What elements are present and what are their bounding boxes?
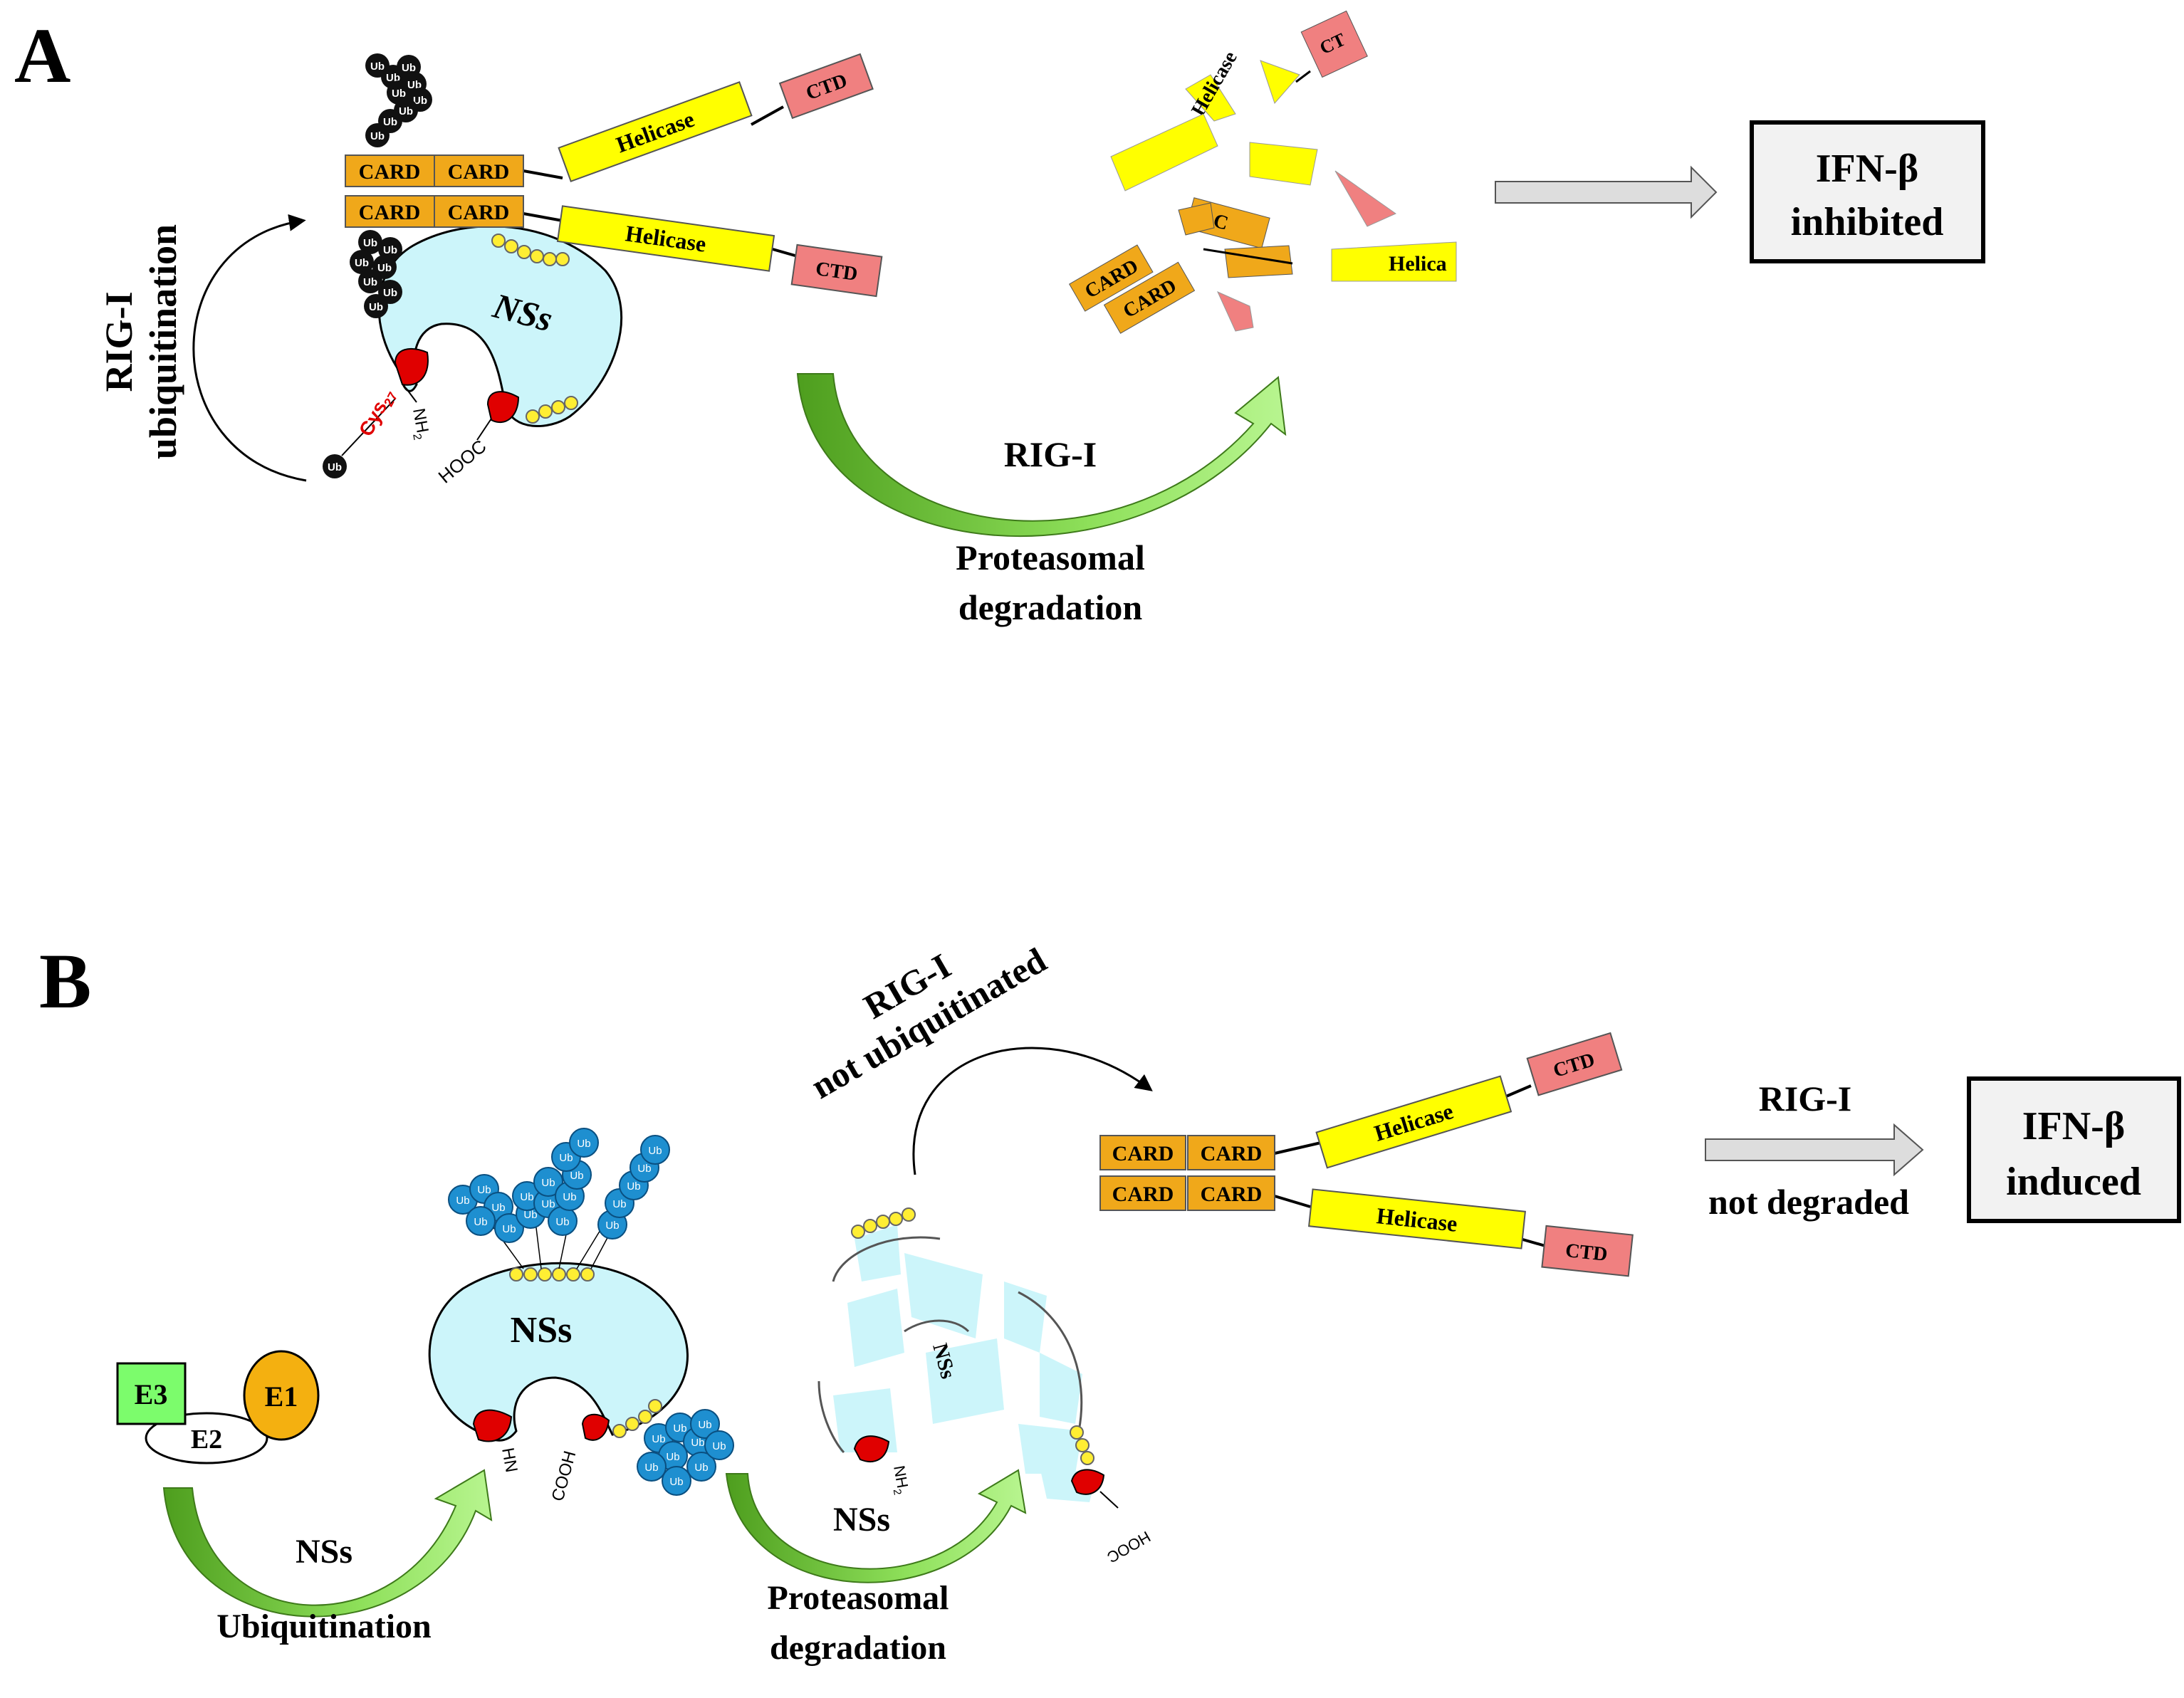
svg-text:E2: E2 — [191, 1425, 222, 1455]
blue-ub-cluster-side — [637, 1409, 734, 1496]
svg-text:Proteasomal: Proteasomal — [767, 1579, 949, 1617]
nss-arrow-label-1: NSs — [296, 1533, 352, 1571]
result-arrow-b — [1705, 1123, 1924, 1177]
svg-text:ubiquitination: ubiquitination — [142, 224, 184, 459]
rig-i-not-ubiquitinated-label: RIG-I not ubiquitinated — [804, 940, 1052, 1106]
single-ub — [323, 454, 347, 478]
card-box — [1099, 1135, 1186, 1170]
panel-a-label: A — [14, 12, 70, 99]
rig-i-ubiquitination-label: RIG-I ubiquitination — [98, 224, 184, 459]
svg-text:CARD: CARD — [1112, 1183, 1174, 1206]
panel-b: B E2 E3 E1 NSs Ubiquitination NSs HN COO… — [39, 938, 2181, 1667]
nss-protein-b: NSs HN COOH — [428, 1128, 734, 1504]
proteasomal-degradation-label-b: Proteasomal degradation — [767, 1579, 949, 1667]
svg-text:CARD: CARD — [448, 160, 510, 184]
svg-text:E3: E3 — [135, 1378, 168, 1410]
result-arrow-a — [1495, 165, 1718, 219]
svg-text:RIG-I: RIG-I — [98, 291, 140, 392]
e2-enzyme: E2 — [145, 1412, 268, 1464]
svg-text:IFN-β: IFN-β — [2022, 1104, 2126, 1148]
svg-text:Proteasomal: Proteasomal — [956, 538, 1145, 577]
svg-text:CARD: CARD — [448, 201, 510, 224]
nss-label-b: NSs — [511, 1310, 573, 1351]
card-box — [1187, 1135, 1275, 1170]
rig-i-arrow-label: RIG-I — [1004, 434, 1097, 474]
ctd-box — [1526, 1032, 1623, 1096]
nh2-label: NH2 — [406, 407, 433, 441]
cooh-pocket — [486, 391, 520, 424]
ctd-box — [1541, 1225, 1634, 1277]
ifn-beta-inhibited-box: IFN-β inhibited — [1750, 120, 1985, 263]
svg-text:HOOC: HOOC — [434, 435, 491, 487]
degradation-green-arrow-a — [796, 373, 1287, 538]
helicase-box — [1315, 1075, 1512, 1169]
rig-i-result-label: RIG-I — [1759, 1079, 1852, 1118]
hooc-label: HOOC — [434, 435, 491, 487]
ubiquitination-green-arrow — [162, 1469, 493, 1618]
card-box — [1187, 1175, 1275, 1211]
helicase-box — [558, 81, 753, 182]
proteasomal-degradation-label-a: Proteasomal degradation — [956, 538, 1145, 627]
svg-text:degradation: degradation — [770, 1629, 946, 1667]
svg-text:NH2: NH2 — [406, 407, 433, 441]
ubiquitination-label: Ubiquitination — [216, 1608, 431, 1645]
rig-i-b-upper: CARD CARD Helicase CTD — [1099, 1032, 1623, 1170]
card-box — [345, 195, 435, 228]
ifn-beta-induced-box: IFN-β induced — [1967, 1076, 2181, 1223]
rig-i-a-upper: CARD CARD Helicase CTD — [345, 53, 874, 187]
nss-protein-a: NSs Cys27 NH2 HOOC — [323, 225, 623, 488]
svg-text:IFN-β: IFN-β — [1816, 147, 1919, 191]
nh2-pocket — [394, 348, 429, 386]
svg-text:CARD: CARD — [359, 201, 421, 224]
e1-enzyme: E1 — [243, 1350, 320, 1441]
svg-text:induced: induced — [2006, 1160, 2141, 1204]
svg-text:NH2: NH2 — [887, 1464, 913, 1497]
nss-arrow-label-2: NSs — [833, 1501, 890, 1539]
blue-ub-cluster-top — [448, 1128, 670, 1243]
ctd-box — [778, 53, 874, 120]
card-box — [434, 154, 524, 187]
svg-text:CARD: CARD — [359, 160, 421, 184]
not-degraded-label: not degraded — [1708, 1182, 1909, 1222]
ub-chain-top — [365, 53, 432, 147]
svg-text:HOOC: HOOC — [1104, 1528, 1154, 1567]
not-ubiquitinated-curved-arrow — [912, 1047, 1153, 1175]
card-box — [1099, 1175, 1186, 1211]
cooh-label: COOH — [548, 1449, 580, 1504]
rig-i-a-lower: CARD CARD Helicase CTD — [345, 195, 883, 298]
ctd-box — [790, 243, 883, 298]
rig-i-fragments: Helicase CT Helica CARD CARD — [1069, 10, 1457, 334]
helicase-box — [1308, 1188, 1526, 1249]
ubiquitination-curved-arrow — [192, 214, 307, 482]
card-box — [434, 195, 524, 228]
svg-text:CARD: CARD — [1201, 1183, 1263, 1206]
svg-text:Cys27: Cys27 — [355, 384, 400, 441]
svg-text:CTD: CTD — [1564, 1240, 1609, 1266]
helicase-box — [556, 205, 775, 272]
svg-text:degradation: degradation — [958, 587, 1143, 627]
e3-enzyme: E3 — [116, 1362, 187, 1425]
rig-i-b-lower: CARD CARD Helicase CTD — [1099, 1175, 1634, 1277]
degradation-green-arrow-b — [725, 1469, 1027, 1583]
panel-a: A RIG-I ubiquitination NSs Cys27 — [14, 10, 1985, 627]
panel-b-label: B — [39, 938, 91, 1024]
fragmented-nss: NSs NH2 HOOC — [817, 1207, 1154, 1567]
svg-text:E1: E1 — [265, 1380, 298, 1413]
cys27-label: Cys27 — [355, 384, 400, 441]
svg-text:CARD: CARD — [1112, 1142, 1174, 1165]
hn-label: HN — [498, 1446, 521, 1474]
svg-text:CARD: CARD — [1201, 1142, 1263, 1165]
svg-text:Helica: Helica — [1389, 252, 1447, 276]
svg-text:inhibited: inhibited — [1791, 200, 1944, 244]
card-box — [345, 154, 435, 187]
